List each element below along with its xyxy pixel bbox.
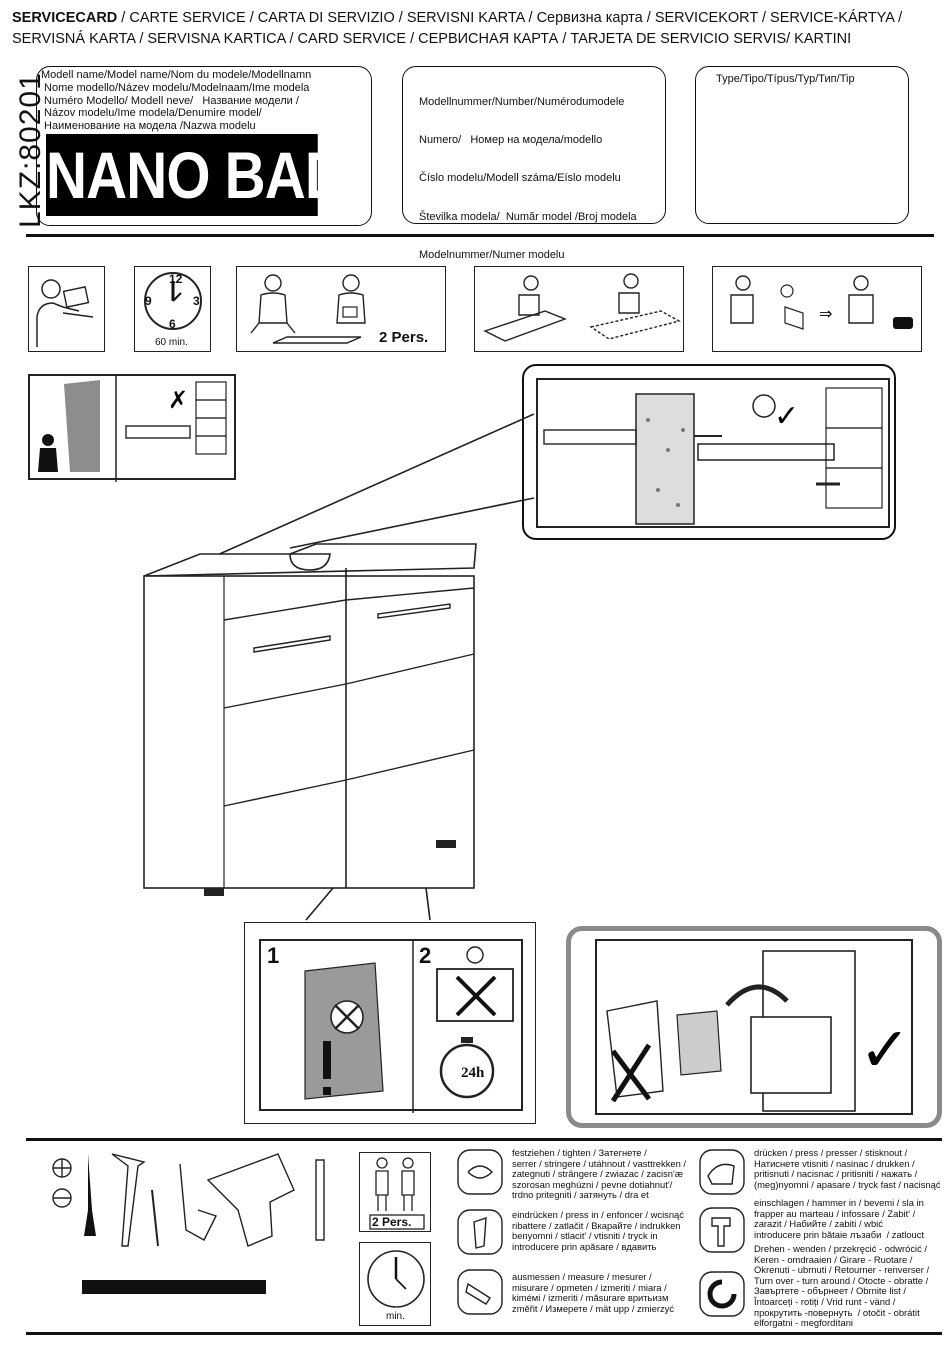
missing-parts-contact-icon: ⇒ — [712, 266, 922, 352]
persons-label: 2 Pers. — [379, 329, 429, 346]
tools-time-icon: min. — [359, 1242, 431, 1326]
type-label: Type/Tipo/Típus/Typ/Тип/Tip — [716, 73, 855, 85]
service-card-header: SERVICECARD / CARTE SERVICE / CARTA DI S… — [12, 8, 940, 50]
care-step-1: 1 — [267, 943, 280, 968]
legend-hammer-in: einschlagen / hammer in / bevemi / sla i… — [754, 1197, 925, 1240]
clock-number-3: 3 — [193, 294, 200, 308]
model-name-labels: Modell name/Model name/Nom du modele/Mod… — [41, 69, 312, 133]
legend-icons-right — [699, 1149, 745, 1317]
type-box: Type/Tipo/Típus/Typ/Тип/Tip — [695, 66, 909, 224]
care-step-2: 2 — [419, 943, 432, 968]
model-number-labels: Modellnummer/Number/Numérodumodele Numer… — [419, 95, 637, 262]
legend-tighten: festziehen / tighten / Затегнете / serre… — [512, 1147, 687, 1201]
svg-text:⇒: ⇒ — [819, 304, 832, 323]
tools-persons-icon: 2 Pers. — [359, 1152, 431, 1232]
wall-fixing-warning: ✗ — [28, 374, 236, 482]
model-number-box: Modellnummer/Number/Numérodumodele Numer… — [402, 66, 666, 261]
legend-press-in: eindrücken / press in / enfoncer / wcisn… — [512, 1209, 684, 1252]
tools-clock-label: min. — [386, 1311, 405, 1322]
legend-turn-over: Drehen - wenden / przekręcić - odwrócić … — [754, 1243, 930, 1329]
legend-measure: ausmessen / measure / mesurer / misurare… — [512, 1271, 675, 1314]
two-persons-icon: 2 Pers. — [236, 266, 446, 352]
svg-text:✗: ✗ — [168, 386, 188, 414]
svg-text:✓: ✓ — [859, 1013, 911, 1086]
tools-divider-top — [26, 1138, 942, 1141]
header-line-1: SERVICECARD / CARTE SERVICE / CARTA DI S… — [12, 10, 903, 26]
clock-number-9: 9 — [145, 294, 152, 308]
cabinet-illustration — [143, 543, 477, 896]
read-instructions-icon — [28, 266, 105, 352]
care-panel: 1 2 24h — [244, 922, 536, 1124]
header-divider — [26, 234, 934, 237]
protect-floor-icon — [474, 266, 684, 352]
wall-mounting-detail: ✓ — [522, 364, 896, 540]
care-timer: 24h — [461, 1065, 485, 1081]
assembly-time-icon: 12 3 6 9 60 min. — [134, 266, 211, 352]
svg-text:✓: ✓ — [774, 399, 799, 434]
tools-divider-bottom — [26, 1332, 942, 1335]
clock-number-6: 6 — [169, 317, 176, 331]
model-name-value: NANO BAD — [46, 134, 346, 216]
legend-icons-left — [457, 1149, 503, 1315]
clock-number-12: 12 — [169, 272, 183, 286]
header-line-2: SERVISNÁ KARTA / SERVISNA KARTICA / CARD… — [12, 31, 852, 47]
clock-label: 60 min. — [155, 337, 188, 348]
keep-documents-panel: ✓ — [566, 926, 942, 1128]
tools-illustration — [52, 1153, 325, 1247]
model-name-box: Modell name/Model name/Nom du modele/Mod… — [36, 66, 372, 226]
tools-persons-label: 2 Pers. — [372, 1215, 412, 1229]
spirit-level — [82, 1280, 266, 1294]
legend-press: drücken / press / presser / stisknout / … — [754, 1147, 941, 1190]
